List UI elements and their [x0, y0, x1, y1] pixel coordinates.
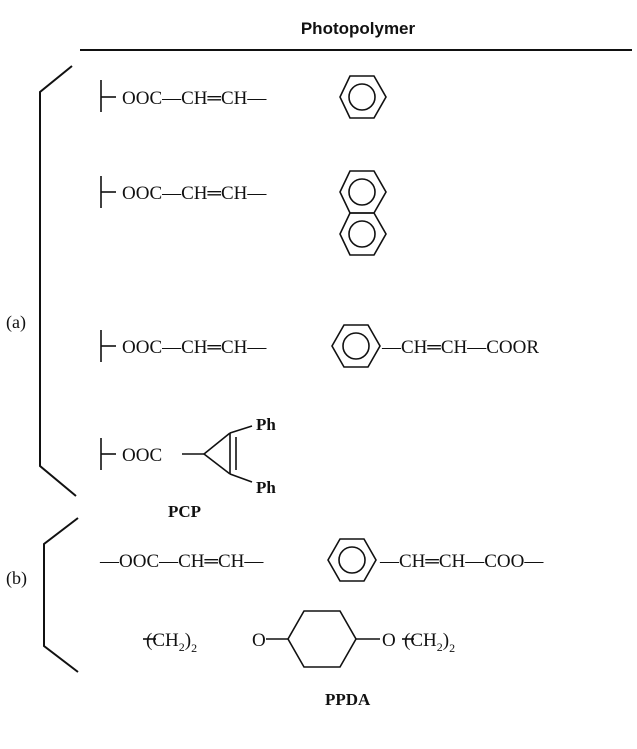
structure-phenylene-diacrylate: OOC—CH═CH— —CH═CH—COOR: [100, 324, 539, 368]
ester-chain: OOC—CH═CH—: [122, 337, 267, 358]
methylene-right: (CH2)2: [404, 630, 455, 655]
naphthalene-rings: [339, 170, 387, 256]
ether-oxygen-right: O: [382, 630, 396, 651]
phenyl-top: Ph: [256, 415, 276, 434]
benzene-ring: [331, 324, 381, 368]
ester-chain: OOC—CH═CH—: [122, 183, 267, 204]
structure-naphthyl: OOC—CH═CH—: [100, 170, 387, 256]
compound-name-pcp: PCP: [168, 502, 201, 521]
ester-chain: OOC—CH═CH—: [122, 88, 267, 109]
structure-cinnamate: OOC—CH═CH—: [100, 75, 387, 119]
cyclopropene-ring: [182, 425, 253, 483]
compound-name-ppda: PPDA: [325, 690, 371, 709]
structure-main-chain-diacrylate: —OOC—CH═CH— —CH═CH—COO—: [99, 538, 544, 582]
bracket-a: [39, 65, 77, 497]
ester-group: OOC: [122, 445, 162, 466]
structure-pcp: OOC Ph Ph PCP: [100, 415, 276, 521]
ester-chain: —OOC—CH═CH—: [99, 551, 264, 572]
bracket-b: [43, 517, 79, 673]
header-title: Photopolymer: [301, 19, 416, 38]
group-b-label: (b): [6, 568, 27, 589]
structure-ppda-spacer: (CH2)2 O O (CH2)2 PPDA: [143, 610, 455, 709]
ether-oxygen-left: O: [252, 630, 266, 651]
methylene-left: (CH2)2: [146, 630, 197, 655]
benzene-ring: [327, 538, 377, 582]
group-a-label: (a): [6, 312, 26, 333]
acrylate-tail: —CH═CH—COO—: [379, 551, 544, 572]
phenyl-bottom: Ph: [256, 478, 276, 497]
acrylate-tail: —CH═CH—COOR: [381, 337, 539, 358]
benzene-ring: [339, 75, 387, 119]
cyclohexane-ring: [266, 610, 380, 668]
